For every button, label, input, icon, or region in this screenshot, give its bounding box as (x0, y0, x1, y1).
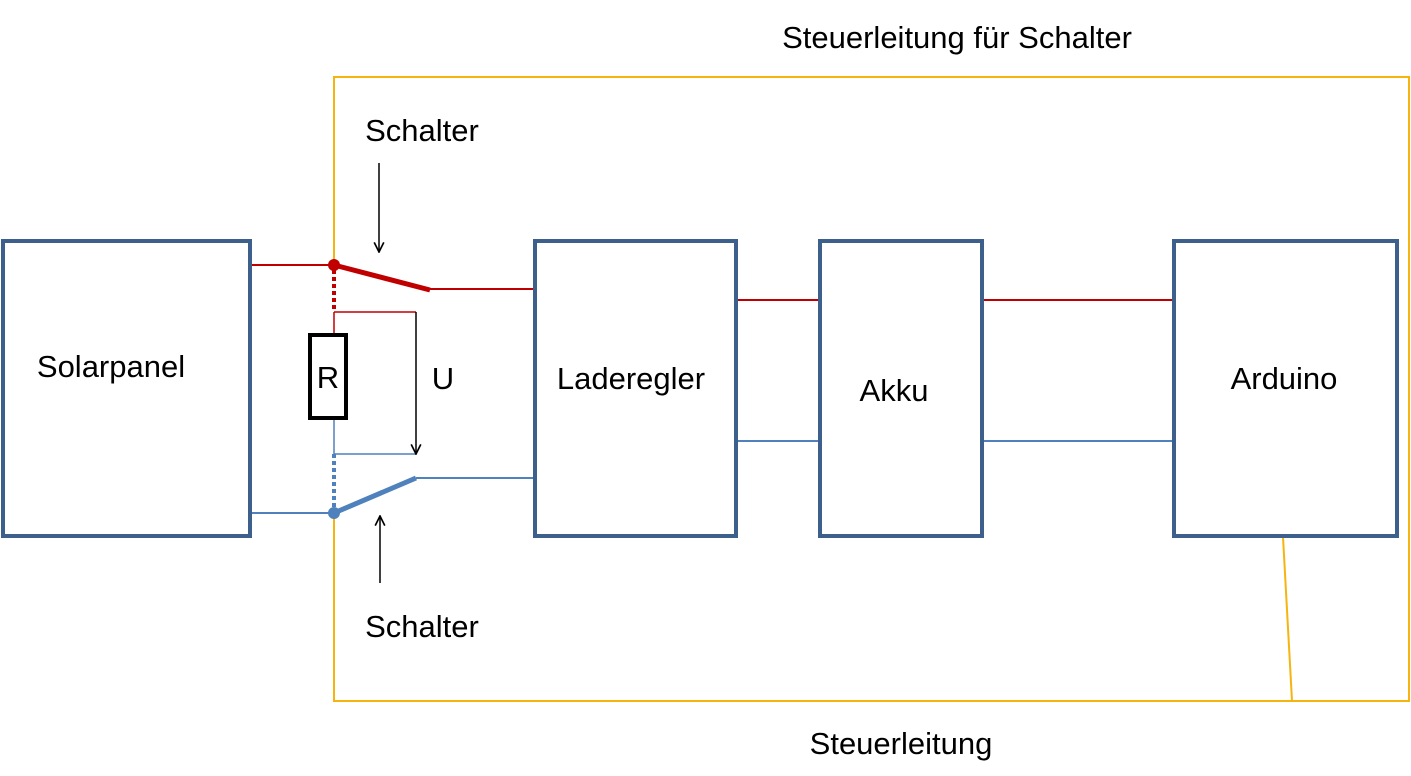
negative-wiring (250, 418, 1174, 519)
switch-bottom-label: Schalter (365, 609, 479, 644)
top-switch-node (328, 259, 340, 271)
bottom-switch-node (328, 507, 340, 519)
switch-top-label: Schalter (365, 113, 479, 148)
block-arduino: Arduino (1172, 239, 1399, 538)
block-akku-label: Akku (860, 373, 929, 408)
control-line-switch-label: Steuerleitung für Schalter (782, 20, 1132, 55)
positive-wiring (250, 259, 1174, 335)
control-line-label: Steuerleitung (810, 726, 993, 761)
resistor: R (308, 333, 348, 420)
block-laderegler-label: Laderegler (557, 361, 705, 396)
block-arduino-label: Arduino (1231, 361, 1338, 396)
top-switch-lever (333, 262, 431, 293)
block-solarpanel: Solarpanel (1, 239, 252, 538)
block-solarpanel-label: Solarpanel (37, 349, 185, 384)
arduino-control-wire (1282, 536, 1293, 702)
resistor-label: R (317, 360, 339, 395)
bottom-switch-lever (333, 475, 417, 516)
block-laderegler: Laderegler (533, 239, 738, 538)
control-line-frame (333, 76, 1410, 702)
voltage-label: U (432, 361, 454, 396)
block-akku: Akku (818, 239, 984, 538)
